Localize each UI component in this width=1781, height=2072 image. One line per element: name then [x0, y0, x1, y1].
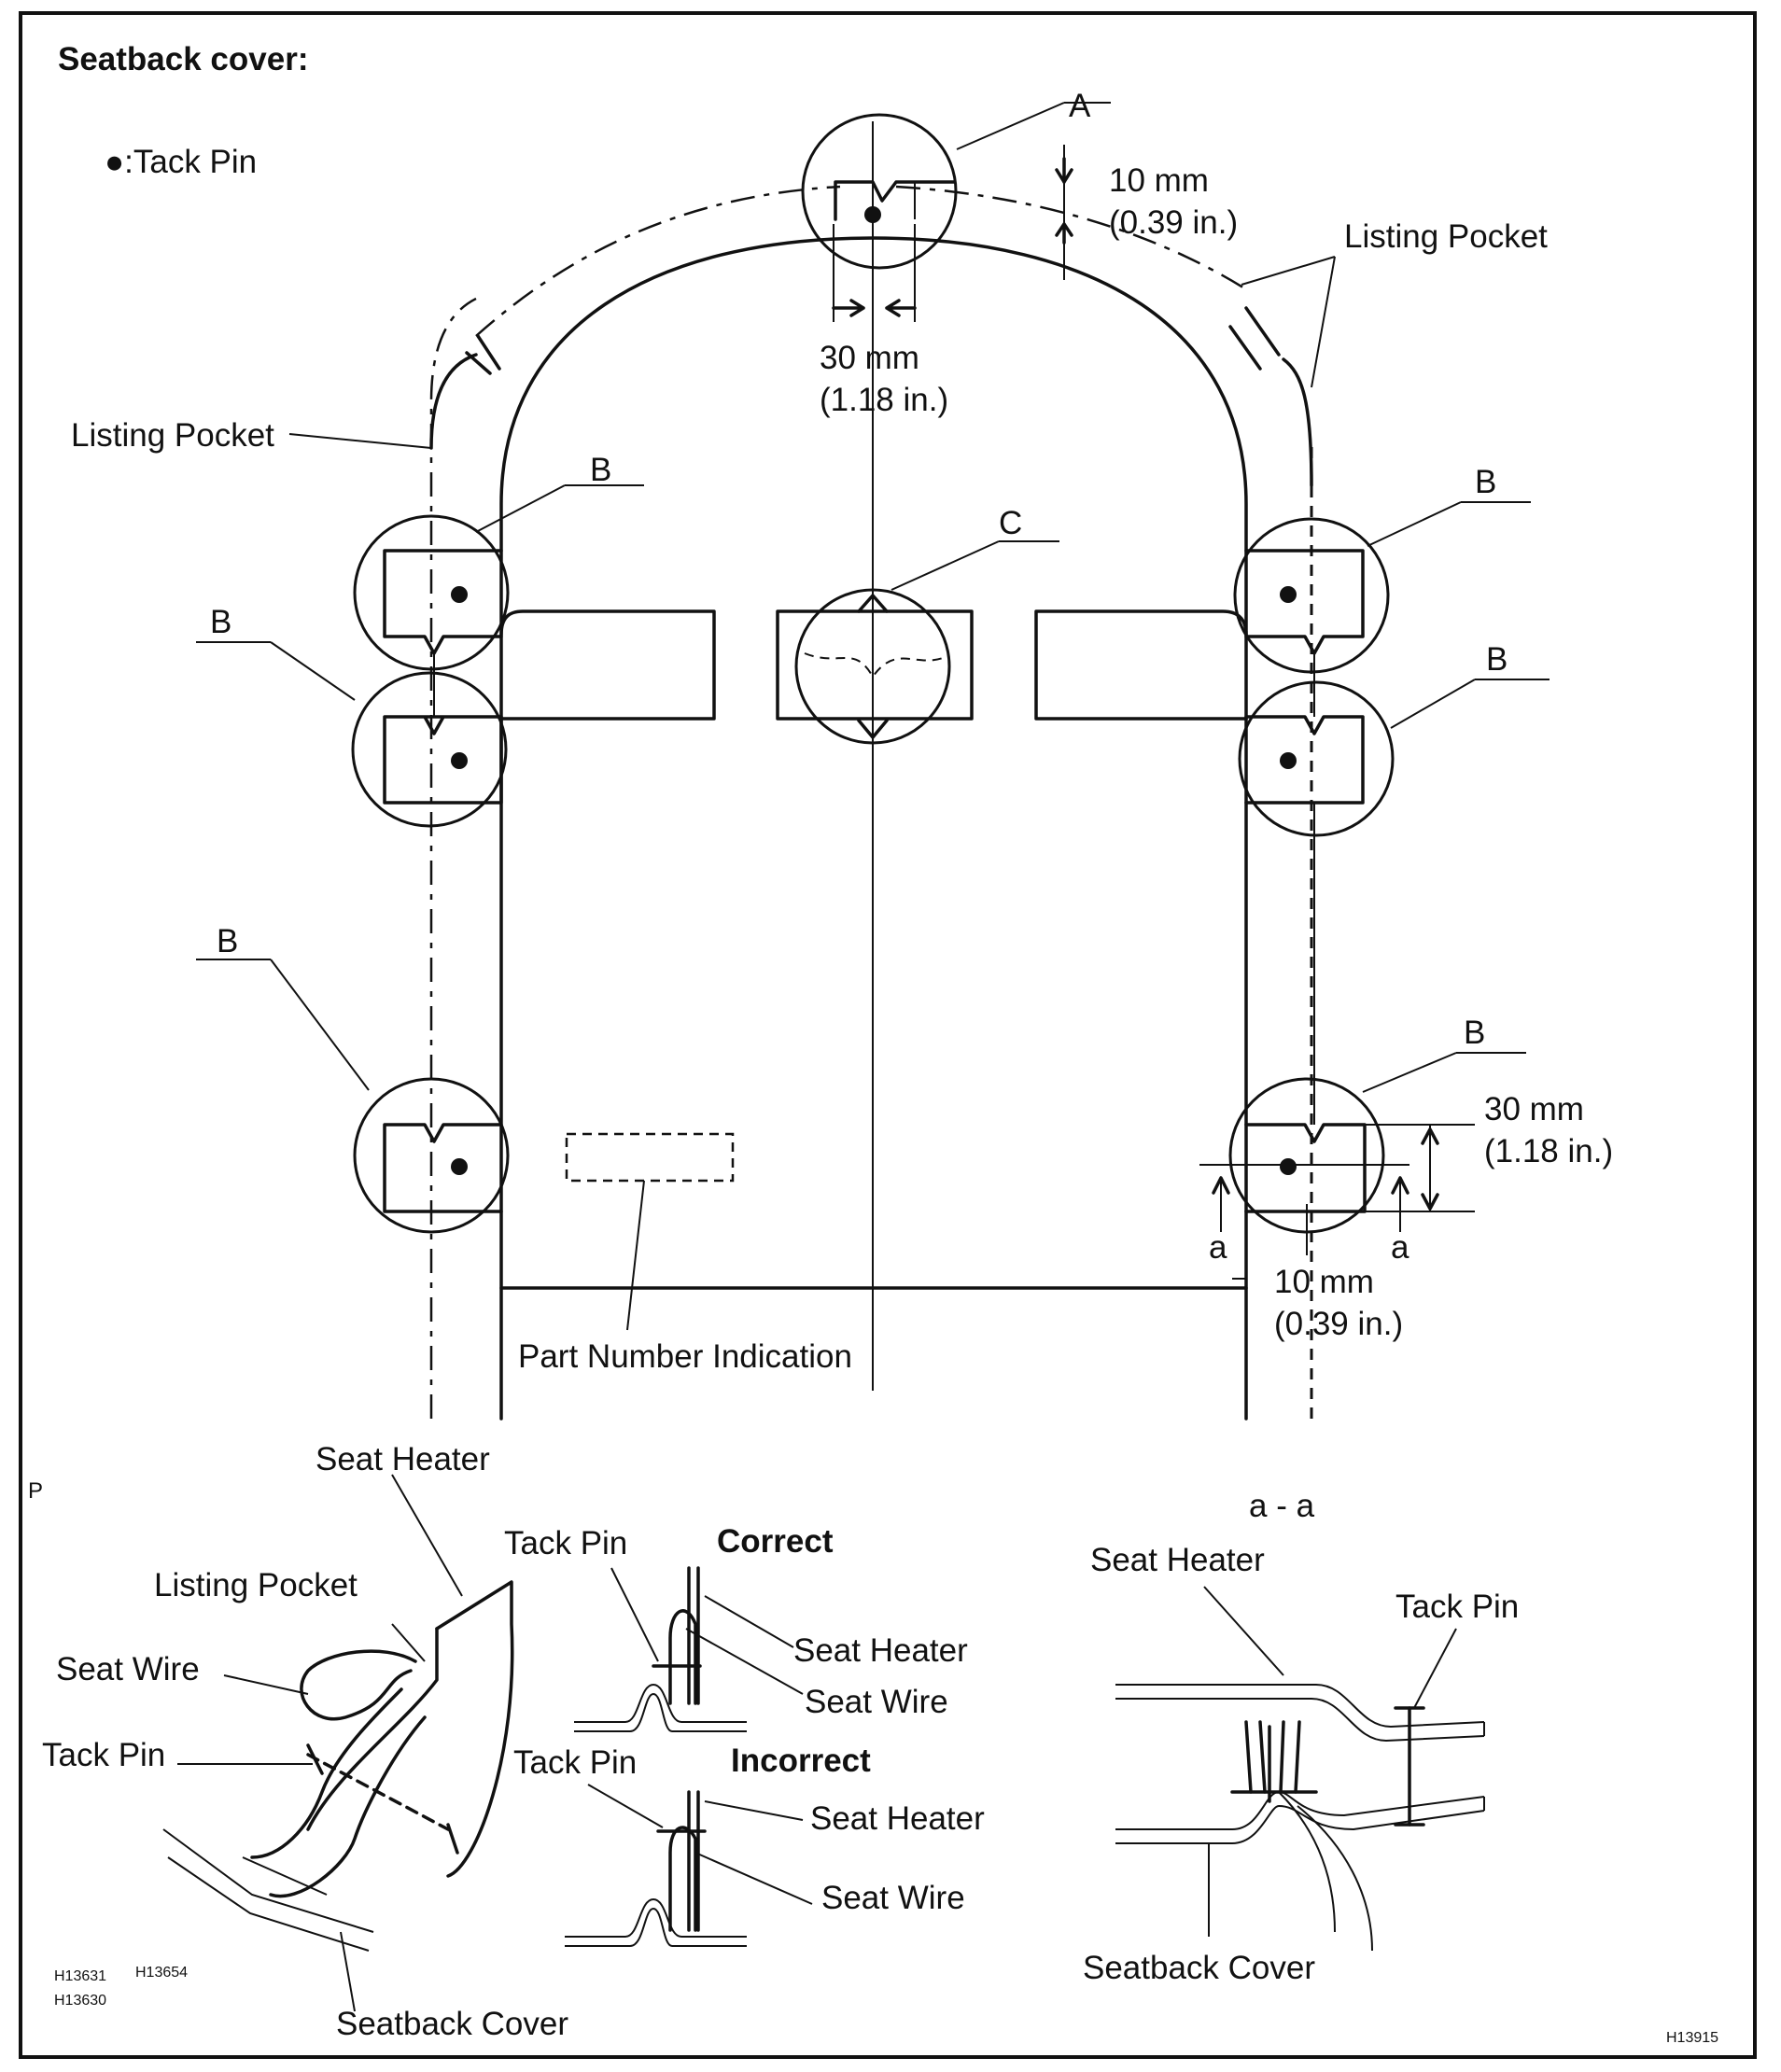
dimension-top-10mm: 10 mm (0.39 in.): [1055, 145, 1238, 280]
detail-circle-b-left-top: B: [353, 452, 644, 671]
label-b-5: B: [1486, 641, 1508, 678]
section-seatback-cover: Seatback Cover: [1083, 1950, 1315, 1986]
detail-incorrect: Tack Pin Incorrect Seat Heater Seat Wire: [513, 1743, 985, 1947]
incorrect-tack-pin: Tack Pin: [513, 1744, 637, 1781]
dim-top-10mm: 10 mm: [1109, 162, 1209, 199]
detail-section-a-a: a - a Seat Heater Tack Pin Seatback Cove…: [1083, 1488, 1519, 1986]
label-a: A: [1069, 88, 1091, 124]
part-number-indication: Part Number Indication: [518, 1132, 852, 1375]
label-part-number: Part Number Indication: [518, 1338, 852, 1375]
detail-listing-pocket: Seat Heater Listing Pocket Seat Wire Tac…: [42, 1441, 568, 2042]
dim-top-30mm: 30 mm: [820, 340, 919, 376]
label-correct: Correct: [717, 1523, 834, 1560]
dim-br-30mm-in: (1.18 in.): [1484, 1133, 1613, 1169]
correct-tack-pin: Tack Pin: [504, 1525, 627, 1561]
side-panels: [499, 609, 1248, 721]
label-a-right: a: [1391, 1229, 1409, 1266]
code-h13915: H13915: [1666, 2030, 1718, 2046]
detail-circle-c: C: [794, 505, 1059, 745]
label-b-1: B: [590, 452, 611, 488]
detail-circle-b-left-mid: B: [196, 604, 508, 828]
label-b-2: B: [210, 604, 231, 640]
listing-pocket-labels: Listing Pocket Listing Pocket: [71, 218, 1548, 454]
p-marker: P: [28, 1478, 43, 1504]
section-label: a - a: [1249, 1488, 1315, 1524]
dim-br-30mm: 30 mm: [1484, 1091, 1584, 1127]
detail-circle-b-right-top: B: [1233, 464, 1531, 674]
incorrect-seat-wire: Seat Wire: [821, 1880, 965, 1916]
detail-seatback-cover: Seatback Cover: [336, 2006, 568, 2042]
diagram-frame: [19, 11, 1757, 2059]
dimension-bottom-right: a a 30 mm (1.18 in.) 10 mm (0.39 in.): [1199, 1091, 1613, 1342]
correct-seat-heater: Seat Heater: [793, 1632, 968, 1669]
dim-top-30mm-in: (1.18 in.): [820, 382, 948, 418]
dim-top-10mm-in: (0.39 in.): [1109, 204, 1238, 241]
label-b-3: B: [217, 923, 238, 959]
section-seat-heater: Seat Heater: [1090, 1542, 1265, 1578]
detail-circle-b-left-bottom: B: [196, 923, 510, 1234]
section-tack-pin: Tack Pin: [1395, 1589, 1519, 1625]
detail-circle-b-right-bottom: B: [1228, 803, 1526, 1234]
dimension-top-30mm: 30 mm (1.18 in.): [820, 224, 948, 418]
label-listing-pocket-right: Listing Pocket: [1344, 218, 1548, 255]
legend-tack-pin: ●:Tack Pin: [105, 144, 257, 180]
listing-pocket-outline: [429, 185, 1313, 1419]
label-c: C: [999, 505, 1022, 541]
cover-outline: [499, 121, 1248, 1421]
dim-br-10mm: 10 mm: [1274, 1264, 1374, 1300]
detail-circle-b-right-mid: B: [1238, 641, 1550, 837]
correct-seat-wire: Seat Wire: [805, 1684, 948, 1720]
label-a-left: a: [1209, 1229, 1227, 1266]
detail-seat-wire: Seat Wire: [56, 1651, 200, 1687]
label-listing-pocket-left: Listing Pocket: [71, 417, 274, 454]
detail-correct: Tack Pin Correct Seat Heater Seat Wire: [504, 1523, 968, 1732]
dim-br-10mm-in: (0.39 in.): [1274, 1306, 1403, 1342]
detail-listing-pocket-label: Listing Pocket: [154, 1567, 358, 1603]
title: Seatback cover:: [58, 41, 308, 77]
detail-seat-heater: Seat Heater: [316, 1441, 490, 1477]
incorrect-seat-heater: Seat Heater: [810, 1800, 985, 1837]
code-h13630: H13630: [54, 1993, 106, 2009]
detail-tack-pin: Tack Pin: [42, 1737, 165, 1773]
label-b-4: B: [1475, 464, 1496, 500]
code-h13654: H13654: [135, 1965, 188, 1981]
code-h13631: H13631: [54, 1968, 106, 1984]
label-b-6: B: [1464, 1015, 1485, 1051]
label-incorrect: Incorrect: [731, 1743, 871, 1779]
detail-circle-a: A: [801, 88, 1111, 270]
